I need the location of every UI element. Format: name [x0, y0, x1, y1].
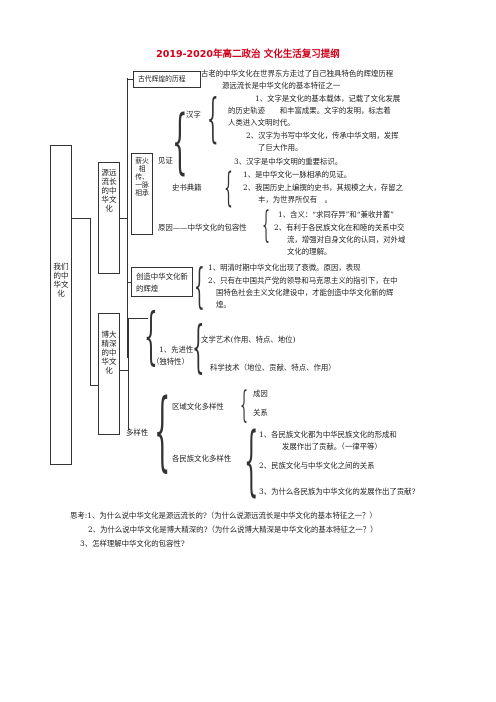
- branch1-label: 源远流长的中华文化: [101, 168, 117, 213]
- ancient-text-1: 古老的中华文化在世界东方走过了自己独具特色的辉煌历程: [201, 69, 394, 78]
- connector-root-top: [72, 218, 90, 219]
- minzu-1a: 1、各民族文化都为中华民族文化的形成和: [259, 430, 397, 439]
- box-ancient: [133, 71, 201, 88]
- keji-label: 科学技术（地位、贡献、特点、作用）: [210, 363, 336, 372]
- wenxue-label: 文学艺术(作用、特点、地位): [201, 335, 296, 344]
- box-create: [131, 267, 193, 297]
- hanzi-1c: 人类进入文明时代。: [228, 118, 295, 127]
- create-2b: 国特色社会主义文化建设中，才能创造中华文化新的辉: [216, 288, 394, 297]
- question-2: 2、为什么说中华文化是博大精深的?（为什么说博大精深是中华文化的基本特征之一？）: [88, 525, 378, 534]
- create-brace: {: [194, 258, 205, 314]
- xianjin-brace: {: [192, 315, 205, 380]
- box-create-label: 创造中华文化新的辉煌: [136, 272, 188, 293]
- branch1-link: [120, 218, 127, 219]
- chengyin-label: 成因: [253, 389, 268, 398]
- connector-root-bottom: [90, 385, 98, 386]
- jianzheng-brace: {: [172, 100, 188, 182]
- reason-brace: {: [262, 205, 271, 246]
- ancient-link: [127, 79, 133, 80]
- branch2-label: 博大精深的中华文化: [101, 330, 117, 375]
- minzu-brace: {: [244, 415, 259, 504]
- reason-1: 1、含义：“求同存异”和“兼收并蓄”: [278, 210, 394, 219]
- reason-2a: 2、有利于各民族文化在和睦的关系中交: [274, 223, 405, 232]
- minzu-3: 3、为什么各民族为中华文化的发展作出了贡献?: [259, 487, 416, 496]
- hanzi-2b: 了巨大作用。: [258, 143, 303, 152]
- question-3: 3、怎样理解中华文化的包容性?: [80, 539, 185, 548]
- quyu-brace: {: [240, 385, 249, 426]
- reason-2c: 文化的理解。: [287, 247, 332, 256]
- branch2-top-link: [128, 318, 148, 319]
- reason-2b: 流，增强对自身文化的认同，对外域: [287, 235, 406, 244]
- quyu-label: 区域文化多样性: [172, 402, 224, 411]
- xianjin-outer-brace: {: [144, 299, 158, 372]
- shishu-brace: {: [224, 165, 233, 211]
- question-1: 思考:1、为什么说中华文化是源远流长的?（为什么说源远流长是中华文化的基本特征之…: [70, 511, 377, 520]
- hanzi-2a: 2、汉字为书写中华文化，传承中华文明，发挥: [246, 131, 399, 140]
- shishu-2a: 2、我国历史上编撰的史书，其规模之大，存留之: [243, 183, 403, 192]
- reason-label: 原因——中华文化的包容性: [158, 223, 247, 232]
- minzu-2: 2、民族文化与中华文化之间的关系: [259, 461, 375, 470]
- branch1-box: [98, 162, 120, 274]
- branch2-box: [98, 313, 120, 435]
- xianjin-label: 1、先进性: [159, 345, 194, 354]
- root-label: 我们的中华文化: [53, 262, 69, 298]
- shishu-2b: 丰，为世界所仅有 。: [258, 195, 332, 204]
- minzu-1b: 发展作出了贡献。（一律平等）: [282, 442, 382, 451]
- page-title: 2019-2020年高二政治 文化生活复习提纲: [156, 49, 340, 60]
- box-sub: [131, 153, 153, 235]
- root-box: [50, 145, 72, 465]
- branch1-spine: [127, 78, 128, 358]
- duoyang-label: 多样性: [126, 428, 149, 437]
- create-2a: 2、只有在中国共产党的领导和马克思主义的指引下，在中: [208, 276, 398, 285]
- branch2-spine: [128, 318, 129, 430]
- hanzi-1a: 1、文字是文化的基本载体，记载了文化发展: [255, 94, 401, 103]
- box-ancient-label: 古代辉煌的历程: [138, 75, 186, 83]
- guanxi-label: 关系: [253, 408, 268, 417]
- sub-label: 薪火相传、一脉相承: [135, 157, 149, 197]
- duoyang-brace: {: [154, 381, 171, 481]
- minzu-label: 各民族文化多样性: [172, 454, 232, 463]
- create-link: [127, 282, 131, 283]
- shishu-1: 1、是中华文化一脉相承的见证。: [243, 170, 352, 179]
- create-2c: 煌。: [216, 300, 231, 309]
- shishu-label: 史书典籍: [172, 183, 202, 192]
- hanzi-1b: 的历史轨迹 和丰富成果。文字的发明，标志着: [228, 106, 391, 115]
- hanzi-3: 3、汉字是中华文明的重要标识。: [234, 157, 343, 166]
- create-1: 1、明清时期中华文化出现了衰微。原因，表现: [208, 263, 361, 272]
- hanzi-brace: {: [207, 89, 219, 149]
- hanzi-label: 汉字: [186, 110, 201, 119]
- branch2-link: [120, 370, 128, 371]
- jianzheng-label: 见证: [158, 156, 173, 165]
- ancient-text-2: 源远流长是中华文化的基本特征之一: [222, 81, 341, 90]
- connector-root-vertical: [90, 218, 91, 385]
- dute-label: （独特性）: [152, 357, 189, 366]
